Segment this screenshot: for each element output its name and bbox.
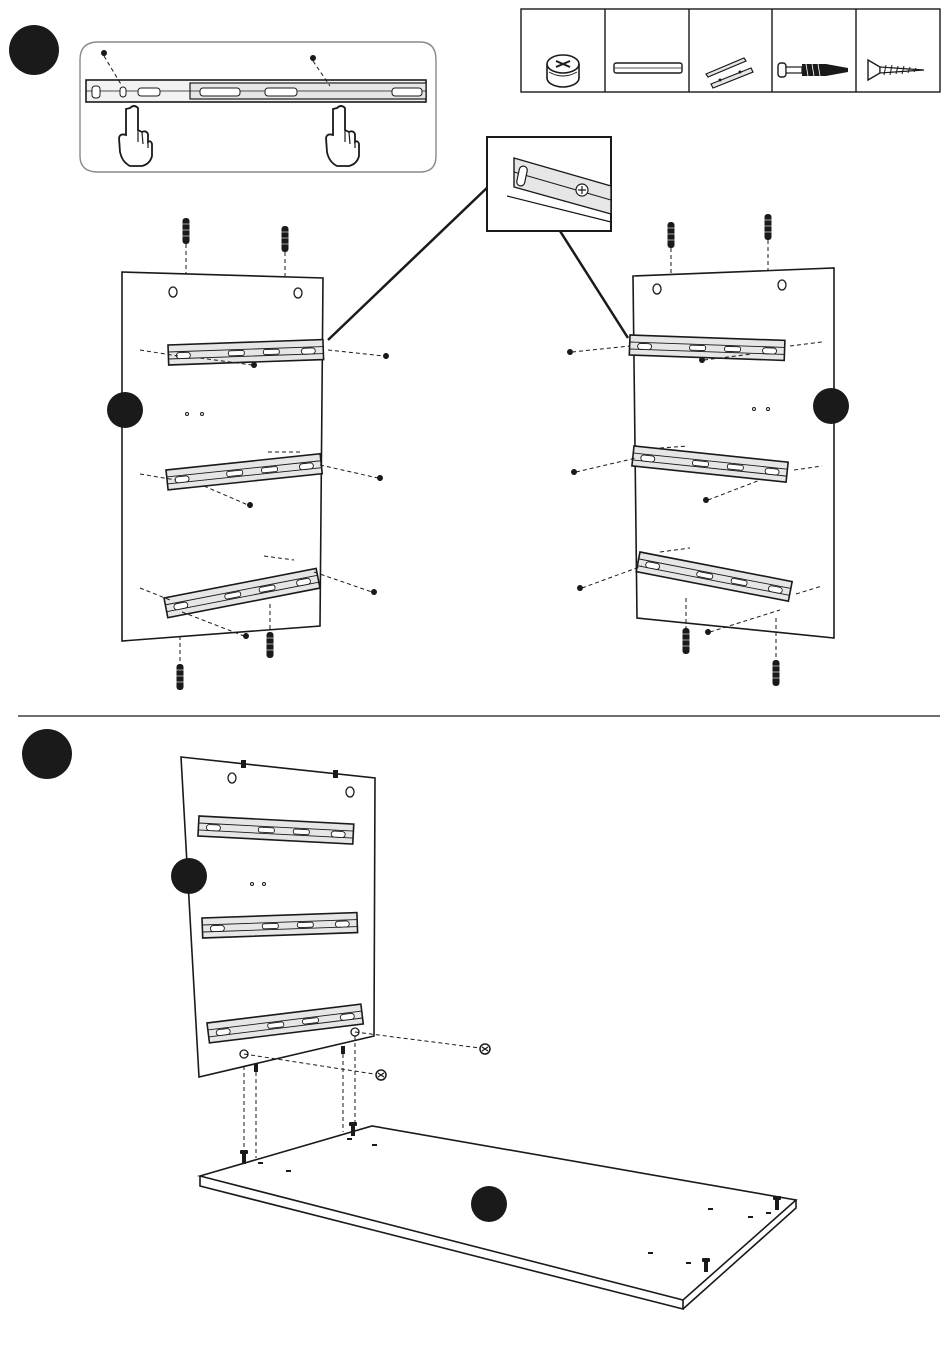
runner-fixing-detail xyxy=(80,42,436,172)
cam-lock-icon xyxy=(547,55,579,87)
screw-icon xyxy=(371,589,377,595)
cam-lock-icon xyxy=(376,1070,386,1080)
assembled-side-panel xyxy=(181,757,490,1158)
right-side-panel xyxy=(567,214,834,686)
screw-icon xyxy=(571,469,577,475)
screw-icon xyxy=(377,475,383,481)
screw-icon xyxy=(705,629,711,635)
dowel-icon xyxy=(183,218,190,244)
hardware-legend xyxy=(521,9,940,92)
dowel-icon xyxy=(254,1064,258,1072)
dowel-icon xyxy=(668,222,675,248)
dowel-icon xyxy=(177,664,184,690)
screw-icon xyxy=(699,357,705,363)
dowel-icon xyxy=(282,226,289,252)
bottom-panel-marker xyxy=(471,1186,507,1222)
step-2-marker xyxy=(22,729,72,779)
screw-icon xyxy=(243,633,249,639)
screw-icon xyxy=(251,362,257,368)
drawer-runner xyxy=(629,335,785,360)
dowel-icon xyxy=(773,660,780,686)
left-side-panel-marker xyxy=(107,392,143,428)
dowel-icon xyxy=(683,628,690,654)
wooden-dowel-icon xyxy=(614,63,682,73)
dowel-icon xyxy=(765,214,772,240)
cam-lock-icon xyxy=(480,1044,490,1054)
dowel-icon xyxy=(267,632,274,658)
right-side-panel-marker xyxy=(813,388,849,424)
drawer-runner xyxy=(202,913,358,938)
screw-icon xyxy=(247,502,253,508)
dowel-icon xyxy=(341,1046,345,1054)
screw-icon xyxy=(577,585,583,591)
screw-icon xyxy=(383,353,389,359)
left-side-panel xyxy=(122,218,389,690)
screw-icon xyxy=(703,497,709,503)
step-1-marker xyxy=(9,25,59,75)
assembled-side-panel-marker xyxy=(171,858,207,894)
drawer-runner xyxy=(168,340,324,365)
screw-icon xyxy=(567,349,573,355)
